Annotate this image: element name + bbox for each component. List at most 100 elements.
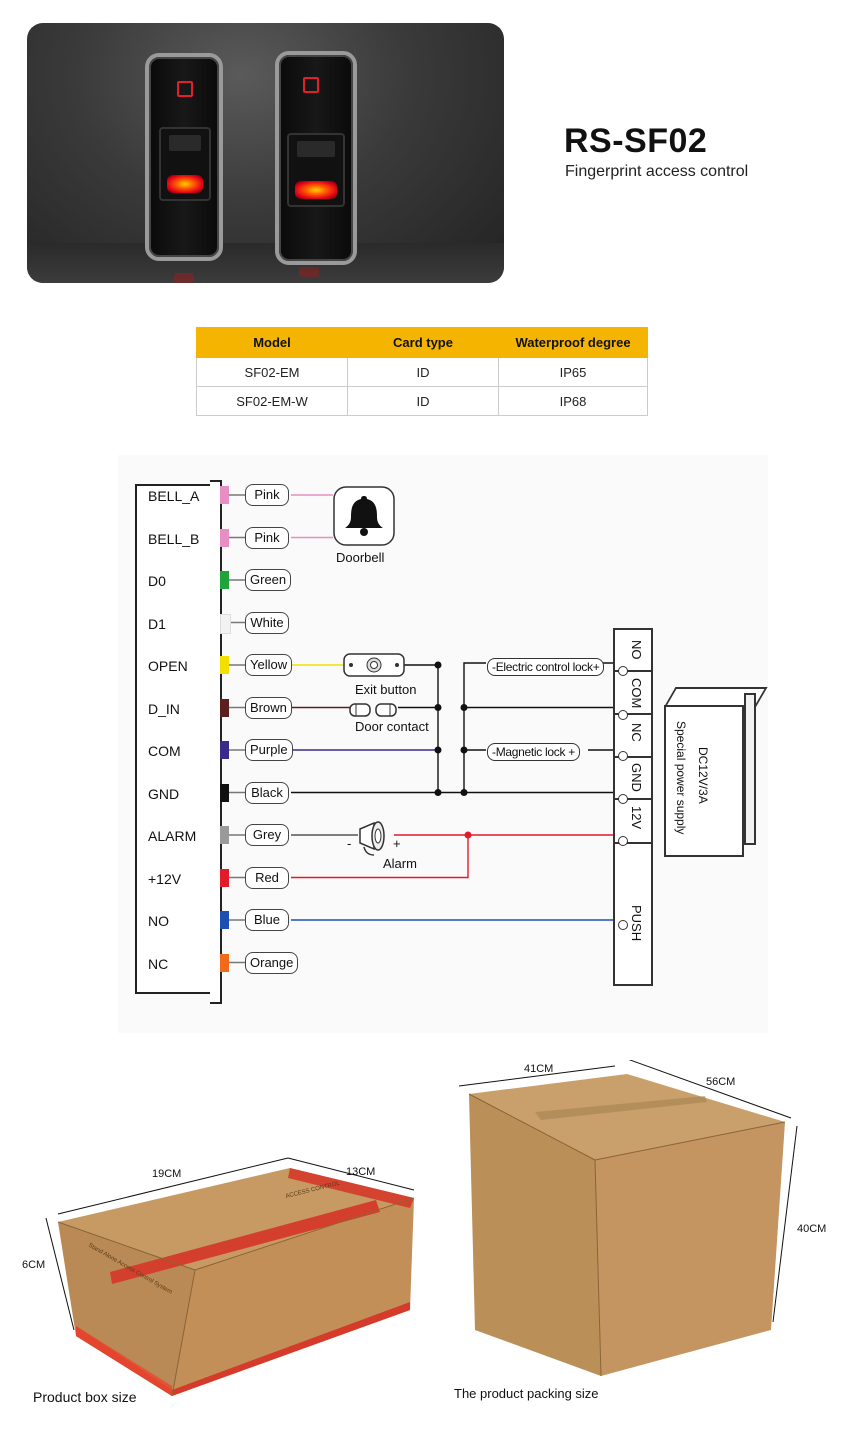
led-indicator [303,77,319,93]
doorbell-label: Doorbell [336,550,385,565]
reflection [299,267,319,277]
spec-table: Model Card type Waterproof degree SF02-E… [196,327,648,416]
junction-dot [460,789,468,796]
terminal-label: +12V [148,870,182,887]
product-subtitle: Fingerprint access control [565,163,749,180]
psu-screw [618,920,628,930]
wire-color-label: Blue [245,909,289,931]
packing-box-length: 41CM [524,1063,554,1075]
terminal-label: D1 [148,615,166,632]
packing-box-width: 56CM [706,1076,736,1088]
plus12v-wire [291,835,469,879]
terminal-label: GND [148,785,180,802]
table-cell: IP68 [498,386,648,416]
wire-color-label: Brown [245,696,292,719]
terminal-label: BELL_A [148,488,200,504]
wire-color-label: Yellow [245,654,293,676]
alarm-label: Alarm [383,856,417,871]
terminal-label: NC [148,955,169,972]
junction-dot [434,746,442,754]
psu-voltage: DC12V/3A [696,747,710,804]
wire-color-swatch [220,953,229,972]
alarm-minus: - [347,836,352,851]
terminal-label: D0 [148,573,166,589]
psu-terminal-nc: NC [629,723,644,742]
product-box-height: 6CM [22,1259,46,1271]
junction-dot [434,661,442,669]
wire-color-label: Red [245,866,289,889]
exit-button-icon [343,653,405,677]
psu-terminal-block: NO COM NC GND 12V PUSH [613,628,653,986]
wire-color-swatch [220,783,229,802]
column-header: Model [196,327,348,358]
table-header-row: Model Card type Waterproof degree [196,327,648,358]
table-cell: SF02-EM [196,357,348,387]
psu-cell-divider [615,713,651,715]
junction-dot [464,831,472,839]
table-row: SF02-EM ID IP65 [196,357,648,387]
psu-box-face: DC12V/3A Special power supply [664,705,744,857]
junction-dot [434,704,442,711]
terminal-label: OPEN [148,658,188,674]
door-contact-icon [349,703,397,717]
psu-cell-divider [615,670,651,672]
terminal-label: NO [148,913,169,929]
psu-name: Special power supply [674,721,688,835]
wire-color-swatch [220,656,229,674]
exit-button-label: Exit button [355,682,417,697]
wire-color-label: Purple [245,739,293,761]
psu-screw [618,710,628,720]
junction-dot [460,704,468,711]
psu-cell-divider [615,798,651,800]
terminal-label: BELL_B [148,530,200,547]
device-angled [275,51,357,265]
column-header: Waterproof degree [498,327,648,358]
sensor-frame [169,135,201,151]
psu-screw [618,836,628,846]
photo-floor [27,243,504,283]
wire-color-label: Pink [245,526,289,549]
wire-lines [229,494,615,964]
wire-color-swatch [220,698,229,717]
psu-terminal-no: NO [629,640,644,660]
door-contact-label: Door contact [355,719,429,734]
psu-terminal-com: COM [629,678,644,709]
product-box-length: 19CM [152,1168,182,1180]
magnetic-lock-label: -Magnetic lock + [487,743,580,761]
sensor-glow [167,175,203,193]
led-indicator [177,81,193,97]
product-box-width: 13CM [346,1166,376,1178]
packing-box-height: 40CM [797,1223,827,1235]
product-title: RS-SF02 [564,122,708,160]
psu-terminal-12v: 12V [629,806,644,830]
psu-screw [618,794,628,804]
sensor-glow [295,181,337,199]
psu-terminal-push: PUSH [629,905,644,942]
lock-bus [463,662,486,793]
fingerprint-sensor [287,133,345,207]
wire-color-swatch [220,826,229,844]
wire-color-swatch [220,486,229,504]
table-cell: IP65 [498,357,648,387]
wire-color-label: Orange [245,951,299,974]
wire-color-swatch [220,868,229,887]
psu-screw [618,666,628,676]
junction-dot [460,746,468,754]
packing-box-illustration [458,1060,798,1377]
doorbell-icon [333,486,395,546]
wire-color-swatch [220,571,229,589]
reflection [174,273,194,283]
terminal-label: COM [148,743,181,759]
table-cell: SF02-EM-W [196,386,348,416]
table-cell: ID [347,386,499,416]
table-cell: ID [347,357,499,387]
product-box-caption: Product box size [33,1389,137,1405]
wire-color-label: Black [245,781,289,804]
device-front [145,53,223,261]
terminal-label: ALARM [148,828,197,844]
psu-screw [618,751,628,761]
alarm-siren-icon [359,821,385,856]
wire-color-label: White [245,611,289,634]
